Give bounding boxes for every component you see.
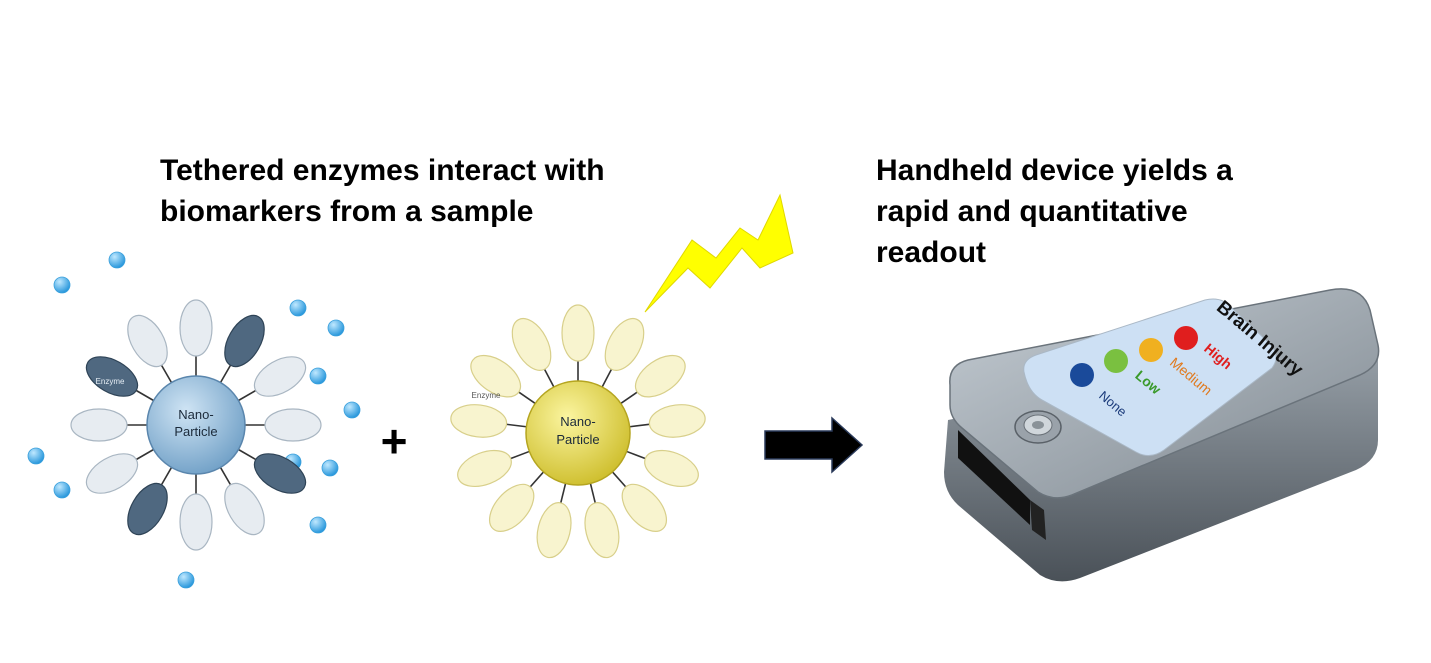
left-tether xyxy=(238,448,258,462)
level-dot-high xyxy=(1174,326,1198,350)
right-enzyme xyxy=(584,502,620,559)
device-screen xyxy=(1023,298,1277,456)
biomarker-dot xyxy=(309,516,327,534)
right-enzyme xyxy=(511,317,552,371)
device-slot xyxy=(958,430,1030,525)
enzyme-label-right: Enzyme xyxy=(472,391,501,400)
left-caption-line-2: biomarkers from a sample xyxy=(160,195,534,228)
right-tether xyxy=(559,483,567,506)
left-tether xyxy=(219,363,233,383)
left-enzyme xyxy=(264,408,322,442)
left-enzyme xyxy=(224,314,265,368)
left-tether xyxy=(159,467,173,487)
nanoparticle-left-label-1: Nano- xyxy=(178,407,213,422)
left-enzyme xyxy=(253,356,307,397)
plus-operator: + xyxy=(381,415,408,467)
right-enzyme xyxy=(634,354,686,398)
level-dot-low xyxy=(1104,349,1128,373)
left-enzyme xyxy=(85,453,139,494)
level-dot-medium xyxy=(1139,338,1163,362)
right-enzyme xyxy=(488,483,535,532)
biomarker-dot xyxy=(327,319,345,337)
right-enzyme xyxy=(604,317,645,371)
right-caption: Handheld device yields a rapid and quant… xyxy=(876,150,1336,273)
right-tether xyxy=(620,390,640,405)
right-tether xyxy=(528,471,545,489)
left-tether xyxy=(134,448,154,462)
biomarker-dot xyxy=(343,401,361,419)
right-tether xyxy=(516,390,536,405)
right-enzyme xyxy=(470,354,522,398)
level-dot-none xyxy=(1070,363,1094,387)
left-tether xyxy=(134,388,154,402)
right-tether xyxy=(589,483,597,506)
nanoparticle-right-label-1: Nano- xyxy=(560,414,595,429)
left-enzyme xyxy=(253,453,307,494)
right-tether xyxy=(629,423,652,428)
right-enzyme xyxy=(644,449,699,488)
nanoparticle-right-label-2: Particle xyxy=(556,432,599,447)
biomarker-dot xyxy=(289,299,307,317)
left-tether xyxy=(238,388,258,402)
biomarker-dot xyxy=(108,251,126,269)
left-tether xyxy=(159,363,173,383)
right-tether xyxy=(542,367,555,388)
right-enzyme xyxy=(561,304,595,362)
right-tether xyxy=(626,450,648,460)
biomarker-dot xyxy=(27,447,45,465)
biomarker-dot xyxy=(177,571,195,589)
right-enzyme xyxy=(621,483,668,532)
left-enzyme xyxy=(127,314,168,368)
left-enzyme xyxy=(85,356,139,397)
right-tether xyxy=(508,450,530,460)
left-tether xyxy=(219,467,233,487)
right-tether xyxy=(504,423,527,428)
left-enzyme xyxy=(179,299,213,357)
nanoparticle-left-core xyxy=(146,375,246,475)
right-tether xyxy=(601,367,614,388)
device-slot-edge xyxy=(1030,500,1046,540)
left-enzyme xyxy=(70,408,128,442)
biomarker-dots xyxy=(27,251,361,589)
right-enzyme xyxy=(648,404,706,438)
left-caption-line-1: Tethered enzymes interact with xyxy=(160,154,605,187)
biomarker-dot xyxy=(321,459,339,477)
handheld-device: Brain Injury High Medium Low None xyxy=(944,288,1380,582)
right-arrow-icon xyxy=(764,416,864,474)
right-caption-line-3: readout xyxy=(876,236,987,269)
left-enzyme xyxy=(224,482,265,536)
right-caption-line-2: rapid and quantitative xyxy=(876,195,1188,228)
nanoparticle-right: Nano- Particle Enzyme xyxy=(450,304,706,559)
enzyme-label-left: Enzyme xyxy=(96,377,125,386)
nanoparticle-left: Nano- Particle Enzyme xyxy=(70,299,322,551)
nanoparticle-left-label-2: Particle xyxy=(174,424,217,439)
lightning-bolt-icon xyxy=(644,193,794,313)
biomarker-dot xyxy=(309,367,327,385)
left-enzyme xyxy=(179,493,213,551)
right-enzyme xyxy=(536,502,572,559)
left-caption: Tethered enzymes interact with biomarker… xyxy=(160,150,720,232)
right-caption-line-1: Handheld device yields a xyxy=(876,154,1233,187)
biomarker-dot xyxy=(53,276,71,294)
left-enzyme xyxy=(127,482,168,536)
biomarker-dot xyxy=(53,481,71,499)
right-enzyme xyxy=(457,449,512,488)
nanoparticle-right-core xyxy=(525,380,631,486)
right-tether xyxy=(611,471,628,489)
right-enzyme xyxy=(450,404,508,438)
